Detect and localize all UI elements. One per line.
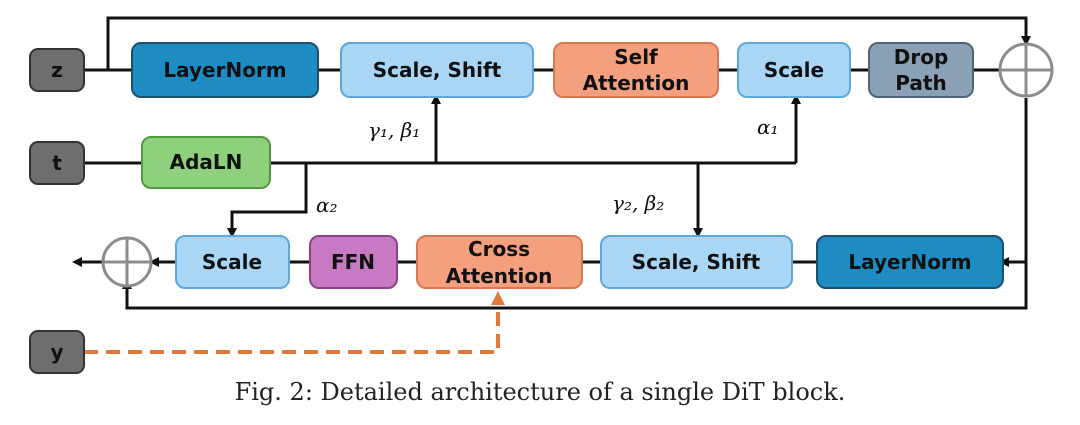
drop-path-label-line1: Drop — [894, 45, 949, 69]
y-conditioning-dashed — [84, 291, 505, 354]
input-y: y — [29, 330, 85, 374]
input-t-label: t — [52, 151, 62, 175]
input-y-label: y — [50, 340, 63, 364]
input-z: z — [29, 48, 85, 92]
alpha1-label: α₁ — [757, 115, 779, 139]
top-scale-block: Scale — [737, 42, 851, 98]
wires-conditioning — [84, 94, 801, 238]
top-scale-shift-label: Scale, Shift — [373, 58, 502, 82]
ffn-block: FFN — [309, 235, 398, 289]
top-layernorm-label: LayerNorm — [163, 58, 286, 82]
adaln-block: AdaLN — [141, 136, 271, 189]
bottom-scale-shift-label: Scale, Shift — [632, 250, 761, 274]
bottom-scale-block: Scale — [175, 235, 290, 289]
bottom-scale-label: Scale — [202, 250, 262, 274]
bottom-layernorm-label: LayerNorm — [848, 250, 971, 274]
top-sum-icon — [998, 42, 1054, 98]
top-scale-shift-block: Scale, Shift — [340, 42, 534, 98]
top-scale-label: Scale — [764, 58, 824, 82]
bottom-scale-shift-block: Scale, Shift — [600, 235, 793, 289]
bottom-sum-icon — [101, 236, 153, 288]
gamma1-beta1-label: γ₁, β₁ — [368, 118, 420, 142]
figure-caption: Fig. 2: Detailed architecture of a singl… — [234, 378, 846, 406]
bottom-layernorm-block: LayerNorm — [816, 235, 1004, 289]
alpha2-label: α₂ — [316, 193, 338, 217]
drop-path-block: Drop Path — [868, 42, 974, 98]
cross-attention-label-line1: Cross — [468, 237, 530, 261]
gamma2-beta2-label: γ₂, β₂ — [612, 191, 664, 215]
wires-top-row — [84, 16, 1031, 310]
self-attention-label-line1: Self — [614, 45, 658, 69]
adaln-label: AdaLN — [170, 150, 243, 174]
ffn-label: FFN — [331, 250, 375, 274]
self-attention-block: Self Attention — [553, 42, 719, 98]
drop-path-label-line2: Path — [895, 71, 946, 95]
top-layernorm-block: LayerNorm — [131, 42, 319, 98]
input-t: t — [29, 141, 85, 185]
self-attention-label-line2: Attention — [583, 71, 690, 95]
cross-attention-label-line2: Attention — [446, 264, 553, 288]
input-z-label: z — [51, 58, 63, 82]
cross-attention-block: Cross Attention — [416, 235, 583, 289]
